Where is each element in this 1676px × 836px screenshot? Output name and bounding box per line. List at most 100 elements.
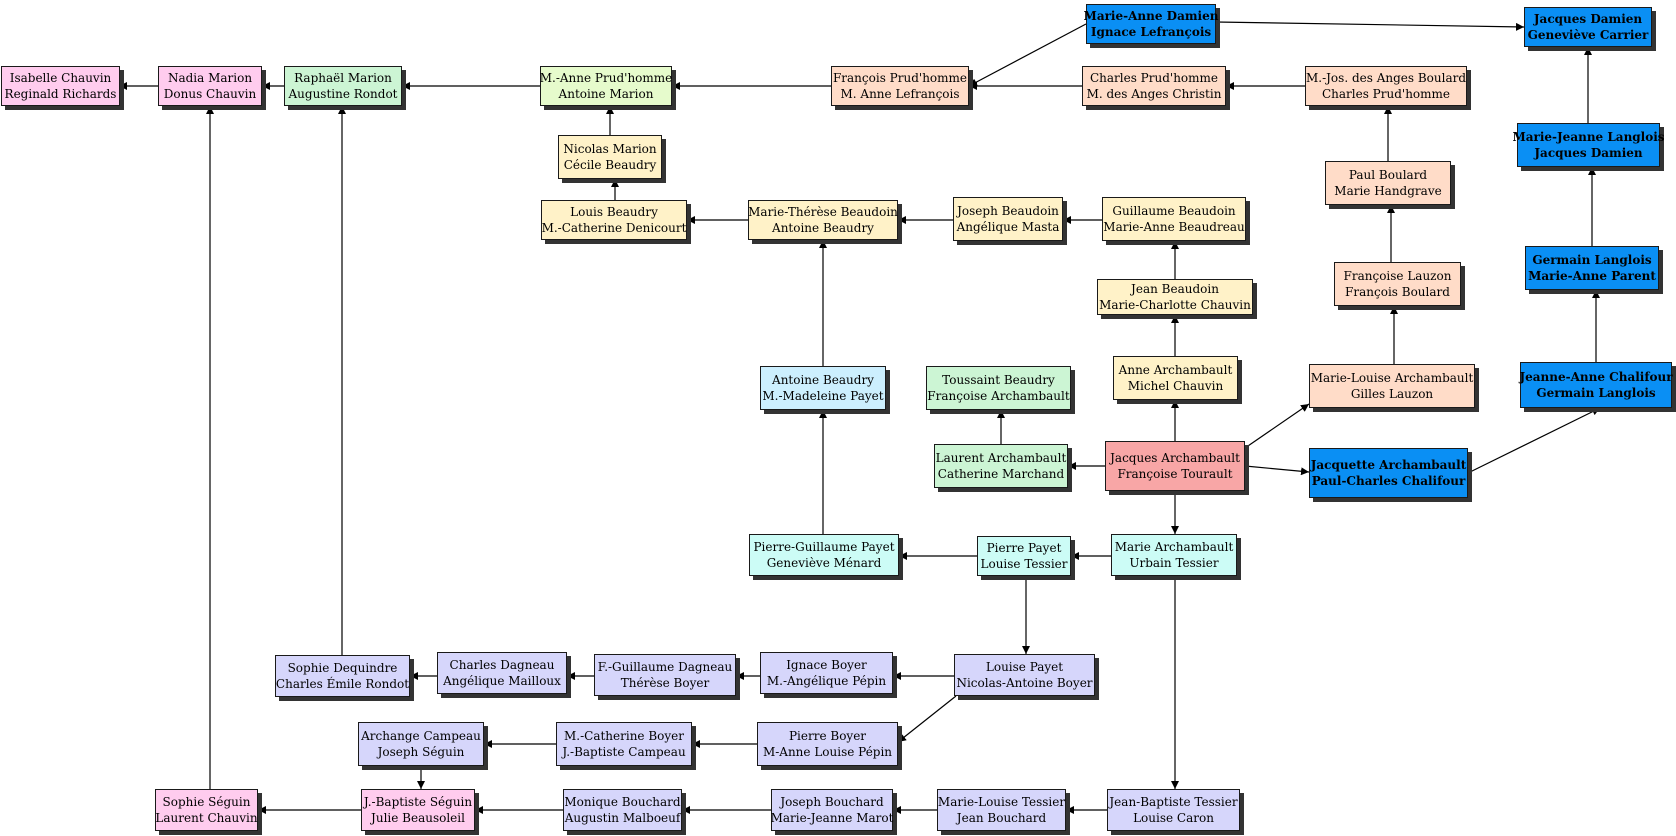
edge-arrow-22 <box>1244 465 1310 476</box>
node-line-2: Marie-Jeanne Marot <box>770 811 894 825</box>
node-line-1: F.-Guillaume Dagneau <box>597 660 733 674</box>
node-line-1: J.-Baptiste Séguin <box>363 795 473 809</box>
node-line-1: Louise Payet <box>985 660 1064 674</box>
node-line-2: Angélique Masta <box>956 220 1060 234</box>
node-line-2: Ignace Lefrançois <box>1090 25 1212 39</box>
node-line-1: Jeanne-Anne Chalifour <box>1519 370 1673 384</box>
node-line-2: Cécile Beaudry <box>563 158 657 172</box>
node-line-1: Charles Dagneau <box>449 658 555 672</box>
node-line-2: Nicolas-Antoine Boyer <box>956 676 1093 690</box>
node-line-1: M.-Catherine Boyer <box>563 729 685 743</box>
node-line-2: Angélique Mailloux <box>443 674 561 688</box>
node-line-1: Ignace Boyer <box>786 658 867 672</box>
node-line-1: Marie-Louise Archambault <box>1310 371 1474 385</box>
node-line-1: Monique Bouchard <box>564 795 681 809</box>
node-line-2: Augustine Rondot <box>288 87 398 101</box>
node-line-2: Joseph Séguin <box>377 745 465 759</box>
node-line-2: Louise Tessier <box>980 557 1068 571</box>
node-line-1: Antoine Beaudry <box>772 373 874 387</box>
node-line-2: Marie-Anne Beaudreau <box>1103 220 1245 234</box>
node-line-1: Pierre Payet <box>986 541 1062 555</box>
node-line-2: M.-Catherine Denicourt <box>541 221 687 235</box>
node-line-2: François Boulard <box>1345 285 1450 299</box>
node-line-1: Françoise Lauzon <box>1343 269 1452 283</box>
node-line-2: Antoine Beaudry <box>772 221 874 235</box>
node-line-1: Marie-Anne Damien <box>1083 9 1219 23</box>
node-line-2: Germain Langlois <box>1536 386 1656 400</box>
node-line-2: M.-Madeleine Payet <box>762 389 884 403</box>
edge-arrow-1 <box>968 23 1087 87</box>
node-line-1: Marie-Jeanne Langlois <box>1512 130 1665 144</box>
node-line-1: Louis Beaudry <box>570 205 658 219</box>
node-line-1: Pierre-Guillaume Payet <box>753 540 895 554</box>
node-line-1: Nadia Marion <box>167 71 253 85</box>
node-line-2: Michel Chauvin <box>1127 379 1224 393</box>
node-line-2: M.-Angélique Pépin <box>766 674 887 688</box>
node-line-2: Geneviève Carrier <box>1527 28 1649 42</box>
node-line-2: M. Anne Lefrançois <box>840 87 960 101</box>
node-line-2: Marie-Charlotte Chauvin <box>1099 298 1251 312</box>
node-line-1: Marie-Louise Tessier <box>937 795 1066 809</box>
node-line-1: Marie-Thérèse Beaudoin <box>748 205 898 219</box>
node-line-1: Marie Archambault <box>1114 540 1234 554</box>
node-line-2: Geneviève Ménard <box>766 556 882 570</box>
node-line-2: Marie Handgrave <box>1334 184 1442 198</box>
node-line-2: Reginald Richards <box>4 87 117 101</box>
node-line-2: Paul-Charles Chalifour <box>1311 474 1466 488</box>
node-line-2: Françoise Tourault <box>1117 467 1233 481</box>
node-line-2: J.-Baptiste Campeau <box>562 745 686 759</box>
node-line-2: Antoine Marion <box>558 87 654 101</box>
node-line-2: Laurent Chauvin <box>155 811 258 825</box>
node-line-1: Jacques Archambault <box>1110 451 1240 465</box>
edge-arrow-23 <box>1244 403 1310 449</box>
node-line-2: M-Anne Louise Pépin <box>762 745 893 759</box>
node-line-1: Charles Prud'homme <box>1089 71 1219 85</box>
